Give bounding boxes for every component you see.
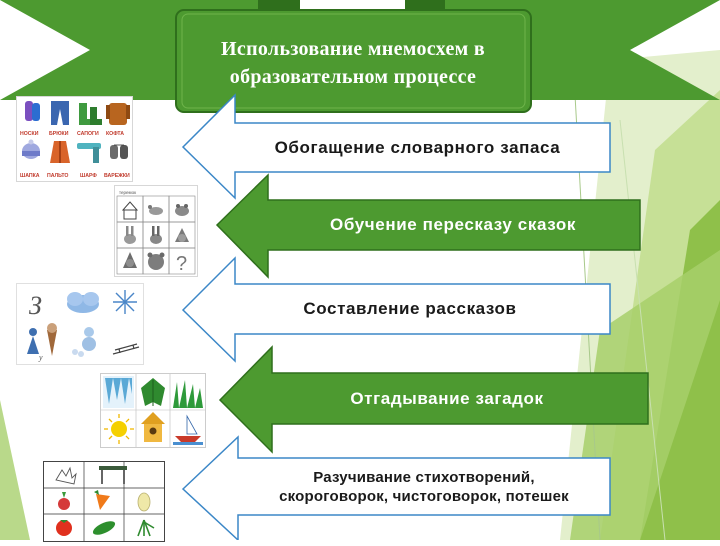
clothes-caption-4: КОФТА bbox=[106, 131, 124, 137]
hare-icon bbox=[124, 226, 136, 244]
page-title: Использование мнемосхем в образовательно… bbox=[176, 14, 530, 112]
frog-icon bbox=[175, 204, 189, 216]
socks-icon bbox=[25, 101, 40, 121]
hand-icon bbox=[55, 466, 77, 485]
title-line-2: образовательном процессе bbox=[229, 66, 477, 88]
fox-icon bbox=[175, 228, 189, 242]
tomato-icon bbox=[56, 520, 72, 536]
mouse-icon bbox=[148, 205, 163, 215]
tale-caption: теремок bbox=[119, 190, 136, 195]
title-line-1: Использование мнемосхем в bbox=[221, 38, 485, 60]
arrow-3-text: Составление рассказов bbox=[303, 299, 517, 318]
arrow-1-text: Обогащение словарного запаса bbox=[274, 137, 561, 157]
mnemo-card-poems bbox=[43, 461, 165, 542]
cloud-icon bbox=[67, 292, 99, 313]
snowman-icon bbox=[72, 327, 96, 357]
cucumber-icon bbox=[92, 521, 116, 535]
table-icon bbox=[99, 466, 127, 484]
question-icon: ? bbox=[176, 253, 187, 275]
arrow-4-shape bbox=[218, 345, 649, 454]
arrow-4-label: Отгадывание загадок bbox=[272, 373, 622, 424]
mnemo-card-riddles bbox=[100, 373, 206, 448]
mnemo-card-tale: теремок ? bbox=[114, 185, 198, 277]
tale-grid: теремок ? bbox=[115, 186, 197, 276]
arrow-2-shape bbox=[215, 173, 641, 279]
onion-icon bbox=[137, 519, 155, 537]
clothes-caption-8: ВАРЕЖКИ bbox=[104, 173, 130, 179]
clothes-caption-2: БРЮКИ bbox=[49, 131, 69, 137]
sun-icon bbox=[104, 414, 134, 444]
arrow-5-shape bbox=[181, 435, 611, 540]
icecream-icon bbox=[47, 323, 57, 356]
arrow-1-label: Обогащение словарного запаса bbox=[230, 123, 605, 172]
letter-z: З bbox=[29, 291, 42, 320]
bear-icon bbox=[147, 252, 165, 270]
clothes-caption-5: ШАПКА bbox=[20, 173, 40, 179]
grass-icon bbox=[173, 380, 203, 408]
clothes-caption-1: НОСКИ bbox=[20, 131, 39, 137]
boat-icon bbox=[173, 414, 203, 445]
snowflake-icon bbox=[113, 290, 137, 314]
sweater-icon bbox=[106, 103, 130, 125]
sled-icon bbox=[112, 343, 140, 355]
riddle-grid bbox=[101, 374, 205, 447]
leaf-icon bbox=[141, 378, 165, 406]
radish-icon bbox=[58, 492, 70, 510]
trousers-icon bbox=[51, 101, 69, 125]
birdhouse-icon bbox=[141, 412, 165, 442]
mittens-icon bbox=[110, 144, 128, 159]
arrow-5-text-line-2: скороговорок, чистоговорок, потешек bbox=[279, 487, 569, 505]
boots-icon bbox=[79, 103, 102, 125]
house-icon bbox=[121, 201, 139, 220]
arrow-1-shape bbox=[181, 93, 611, 200]
winter-grid: З у bbox=[17, 284, 143, 364]
clothes-grid: НОСКИ БРЮКИ САПОГИ КОФТА ШАПКА ПАЛЬТО ША… bbox=[17, 97, 132, 181]
hare-icon-2 bbox=[150, 226, 162, 244]
arrow-2-text: Обучение пересказу сказок bbox=[330, 215, 576, 234]
wolf-icon bbox=[123, 252, 137, 268]
mnemo-card-winter: З у bbox=[16, 283, 144, 365]
clothes-caption-7: ШАРФ bbox=[80, 173, 97, 179]
icicles-icon bbox=[103, 376, 134, 408]
arrow-3-label: Составление рассказов bbox=[235, 284, 585, 334]
coat-icon bbox=[50, 141, 70, 163]
clothes-caption-6: ПАЛЬТО bbox=[47, 173, 68, 179]
arrow-4-text: Отгадывание загадок bbox=[350, 388, 544, 408]
squash-icon bbox=[137, 492, 151, 512]
carrot-icon bbox=[94, 490, 110, 510]
arrow-5-label: Разучивание стихотворений, скороговорок,… bbox=[238, 458, 610, 515]
person-icon bbox=[27, 328, 39, 354]
arrow-2-label: Обучение пересказу сказок bbox=[268, 200, 638, 250]
mnemo-card-clothes: НОСКИ БРЮКИ САПОГИ КОФТА ШАПКА ПАЛЬТО ША… bbox=[16, 96, 133, 182]
small-letter-u: у bbox=[38, 353, 43, 362]
scarf-icon bbox=[77, 143, 101, 163]
arrow-3-shape bbox=[181, 256, 611, 363]
hat-icon bbox=[22, 139, 40, 159]
arrow-5-text-line-1: Разучивание стихотворений, bbox=[313, 468, 535, 486]
clothes-caption-3: САПОГИ bbox=[77, 131, 99, 137]
poems-grid bbox=[44, 462, 164, 541]
